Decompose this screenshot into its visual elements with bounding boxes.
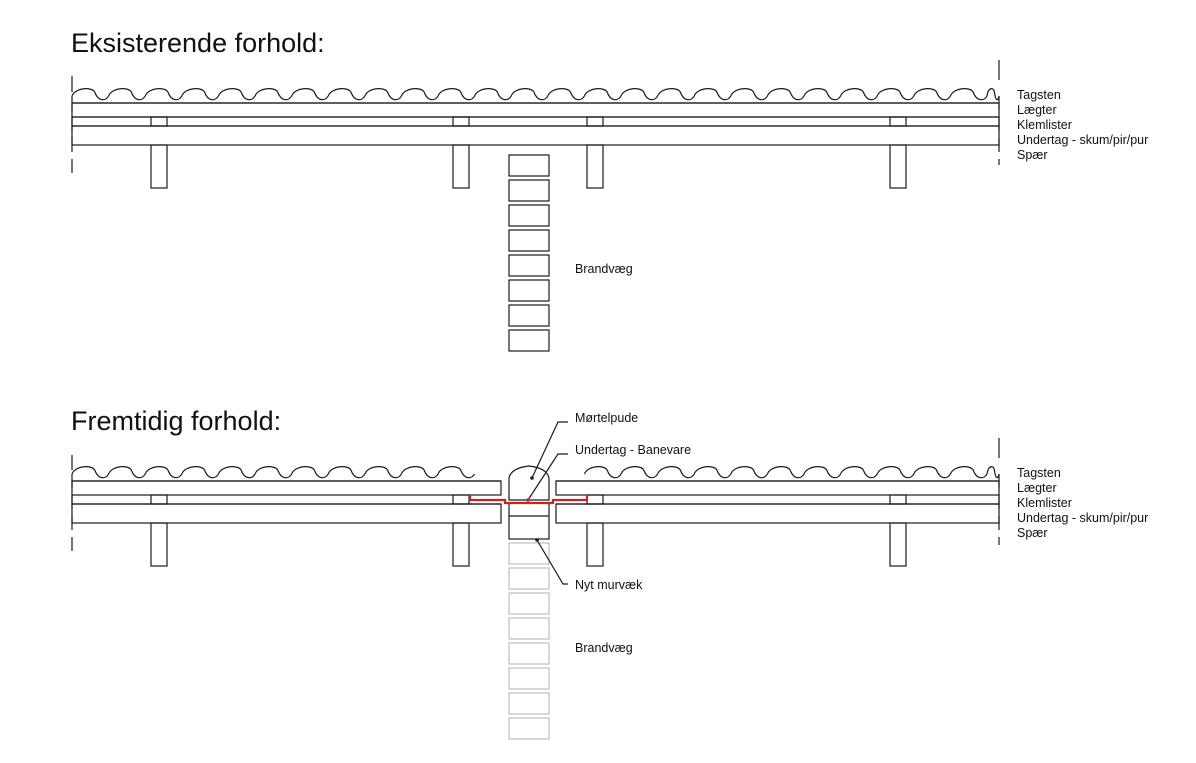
klemliste	[889, 116, 907, 127]
laegter-layer	[71, 102, 1000, 118]
spaer	[889, 144, 907, 189]
layer-label-undertag: Undertag - skum/pir/pur	[1017, 511, 1148, 525]
tagsten-wave	[71, 88, 1000, 101]
layer-label-laegter: Lægter	[1017, 481, 1057, 495]
brandvaeg-brick	[508, 254, 550, 277]
brandvaeg-brick	[508, 667, 550, 690]
brandvaeg-label: Brandvæg	[575, 262, 633, 276]
klemliste	[889, 494, 907, 505]
brandvaeg-brick	[508, 279, 550, 302]
brandvaeg-brick	[508, 617, 550, 640]
klemliste	[452, 116, 470, 127]
klemliste	[452, 494, 470, 505]
future-section: Fremtidig forhold:	[71, 406, 1148, 740]
brandvaeg-brick	[508, 567, 550, 590]
mortelpude	[508, 465, 550, 501]
brandvaeg-brick	[508, 717, 550, 740]
nyt-murvaek-leader	[536, 539, 568, 585]
brandvaeg-existing-wall	[508, 542, 550, 740]
undertag-layer	[71, 125, 1000, 146]
mortelpude-label: Mørtelpude	[575, 411, 638, 425]
brandvaeg-brick	[508, 179, 550, 202]
brandvaeg-brick	[508, 204, 550, 227]
layer-label-laegter: Lægter	[1017, 103, 1057, 117]
brandvaeg-brick	[508, 592, 550, 615]
layer-label-spaer: Spær	[1017, 148, 1048, 162]
spaer	[150, 144, 168, 189]
brandvaeg-brick	[508, 154, 550, 177]
klemliste	[586, 116, 604, 127]
layer-label-klemlister: Klemlister	[1017, 118, 1072, 132]
spaer	[586, 144, 604, 189]
layer-label-tagsten: Tagsten	[1017, 466, 1061, 480]
brandvaeg-brick	[508, 329, 550, 352]
brandvaeg-brick	[508, 692, 550, 715]
undertag-banevare-membrane	[468, 495, 589, 505]
layer-label-tagsten: Tagsten	[1017, 88, 1061, 102]
nyt-murvaek-leader-dot	[535, 538, 539, 542]
undertag-layer	[71, 503, 502, 524]
layer-label-spaer: Spær	[1017, 526, 1048, 540]
brandvaeg-wall	[508, 154, 550, 352]
laegter-layer	[71, 480, 502, 496]
undertag-layer	[555, 503, 1000, 524]
undertag-banevare-leader-dot	[526, 498, 530, 502]
klemliste	[150, 116, 168, 127]
spaer	[889, 522, 907, 567]
existing-section: Eksisterende forhold: Tagsten Lægter Kle…	[71, 28, 1148, 352]
laegter-layer	[555, 480, 1000, 496]
brandvaeg-label: Brandvæg	[575, 641, 633, 655]
brandvaeg-brick	[508, 542, 550, 565]
brandvaeg-brick	[508, 642, 550, 665]
undertag-banevare-leader	[527, 453, 568, 501]
section-title-existing: Eksisterende forhold:	[71, 28, 325, 58]
klemliste	[586, 494, 604, 505]
spaer	[586, 522, 604, 567]
layer-label-klemlister: Klemlister	[1017, 496, 1072, 510]
klemliste	[150, 494, 168, 505]
mortelpude-leader	[531, 421, 568, 479]
undertag-banevare-label: Undertag - Banevare	[575, 443, 691, 457]
mortelpude-leader-dot	[530, 476, 534, 480]
section-title-future: Fremtidig forhold:	[71, 406, 281, 436]
nyt-murvaerk-brick	[508, 502, 550, 540]
brandvaeg-brick	[508, 304, 550, 327]
tagsten-wave	[71, 466, 1000, 479]
spaer	[452, 522, 470, 567]
brandvaeg-brick	[508, 229, 550, 252]
layer-label-undertag: Undertag - skum/pir/pur	[1017, 133, 1148, 147]
nyt-murvaek-label: Nyt murvæk	[575, 578, 643, 592]
spaer	[150, 522, 168, 567]
spaer	[452, 144, 470, 189]
klemlister-layer	[71, 116, 1000, 127]
